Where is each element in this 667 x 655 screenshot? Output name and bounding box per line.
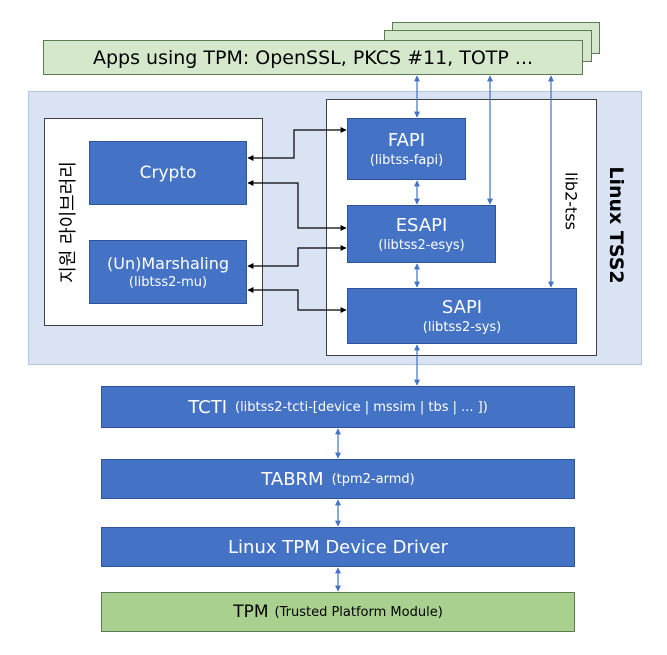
sapi-box: SAPI (libtss2-sys)	[347, 288, 577, 344]
driver-box: Linux TPM Device Driver	[101, 527, 575, 567]
marshaling-sub: (libtss2-mu)	[128, 275, 208, 290]
esapi-box: ESAPI (libtss2-esys)	[347, 205, 496, 263]
tpm-box: TPM (Trusted Platform Module)	[101, 592, 575, 632]
arrow-esapi-crypto	[247, 180, 347, 231]
tabrm-sub: (tpm2-armd)	[331, 471, 415, 487]
tcti-label: TCTI	[188, 396, 227, 418]
tabrm-label: TABRM	[261, 468, 324, 490]
sapi-label: SAPI	[441, 297, 483, 318]
arrow-sapi-marshaling	[247, 287, 347, 313]
crypto-label: Crypto	[139, 163, 197, 183]
tcti-sub: (libtss2-tcti-[device | mssim | tbs | ..…	[235, 399, 488, 415]
marshaling-box: (Un)Marshaling (libtss2-mu)	[89, 240, 247, 304]
apps-box: Apps using TPM: OpenSSL, PKCS #11, TOTP …	[43, 40, 583, 75]
tpm-sub: (Trusted Platform Module)	[274, 604, 443, 620]
esapi-label: ESAPI	[395, 215, 448, 236]
fapi-label: FAPI	[387, 130, 426, 151]
arrow-fapi-crypto	[247, 127, 347, 161]
fapi-sub: (libtss-fapi)	[369, 153, 444, 168]
arrow-esapi-marshaling	[247, 245, 347, 269]
driver-label: Linux TPM Device Driver	[228, 536, 448, 558]
tcti-box: TCTI (libtss2-tcti-[device | mssim | tbs…	[101, 386, 575, 428]
crypto-box: Crypto	[89, 141, 247, 205]
esapi-sub: (libtss2-esys)	[378, 238, 465, 253]
sapi-sub: (libtss2-sys)	[422, 320, 502, 335]
tpm-label: TPM	[233, 602, 269, 622]
marshaling-label: (Un)Marshaling	[107, 254, 229, 273]
fapi-box: FAPI (libtss-fapi)	[347, 118, 466, 180]
tabrm-box: TABRM (tpm2-armd)	[101, 459, 575, 499]
apps-label: Apps using TPM: OpenSSL, PKCS #11, TOTP …	[92, 46, 534, 69]
